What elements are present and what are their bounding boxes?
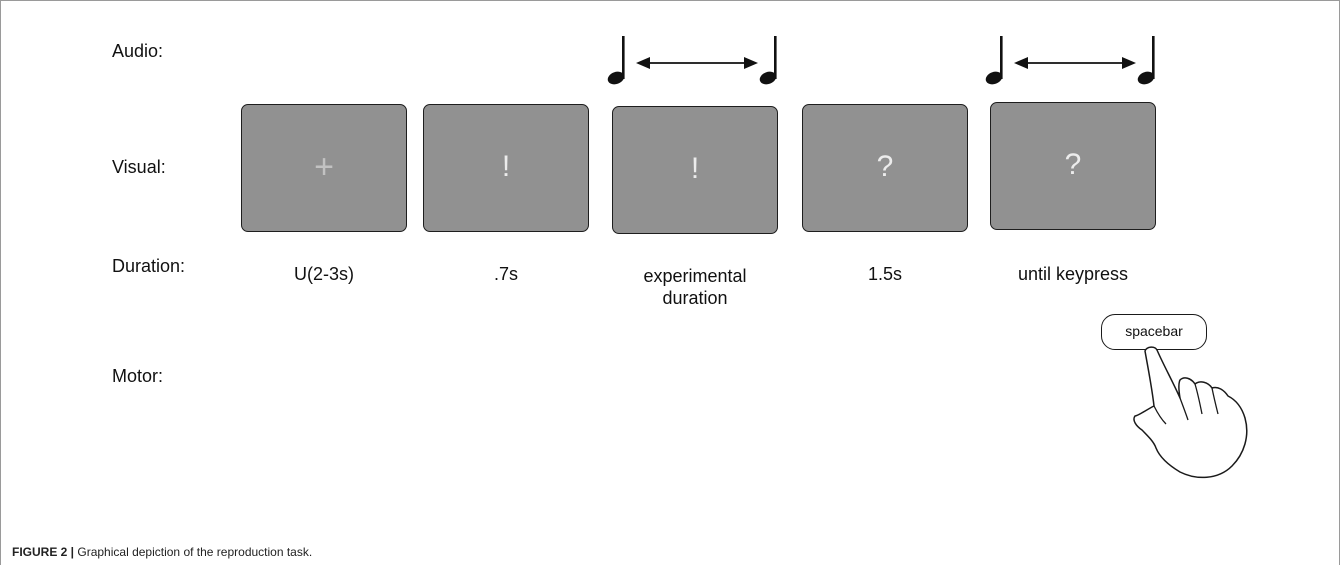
question-symbol: ? [1064, 148, 1082, 181]
panel-reproduction: ? [990, 102, 1156, 230]
panel-warning: ! [423, 104, 589, 232]
caption-text: Graphical depiction of the reproduction … [74, 545, 313, 559]
exclamation-symbol: ! [690, 152, 700, 185]
panel-encoding: ! [612, 106, 778, 234]
caption-lead: FIGURE 2 | [12, 545, 75, 559]
panel-fixation: + [241, 104, 407, 232]
pointing-hand-icon [1133, 346, 1248, 479]
music-note-icon [985, 36, 1003, 85]
duration-fixation: U(2-3s) [293, 264, 354, 284]
exclamation-symbol: ! [501, 150, 511, 183]
audio-cue-reproduction [985, 36, 1155, 85]
music-note-icon [607, 36, 625, 85]
duration-encoding-line2: duration [662, 288, 728, 308]
audio-cue-experimental [607, 36, 777, 85]
row-label-visual: Visual: [112, 157, 166, 177]
row-label-motor: Motor: [112, 366, 164, 386]
panel-reproduction-cue: ? [802, 104, 968, 232]
double-arrow-icon [1014, 57, 1136, 69]
figure-caption: FIGURE 2 | Graphical depiction of the re… [12, 545, 312, 559]
row-label-duration: Duration: [112, 256, 186, 276]
question-symbol: ? [876, 150, 894, 183]
music-note-icon [759, 36, 777, 85]
duration-encoding: experimental duration [595, 265, 795, 309]
music-note-icon [1137, 36, 1155, 85]
duration-reproduction-cue: 1.5s [867, 264, 903, 284]
duration-reproduction: until keypress [1017, 264, 1129, 284]
duration-encoding-line1: experimental [643, 266, 747, 286]
row-label-audio: Audio: [112, 41, 164, 61]
duration-warning: .7s [493, 264, 518, 284]
double-arrow-icon [636, 57, 758, 69]
fixation-cross-symbol: + [314, 148, 334, 186]
